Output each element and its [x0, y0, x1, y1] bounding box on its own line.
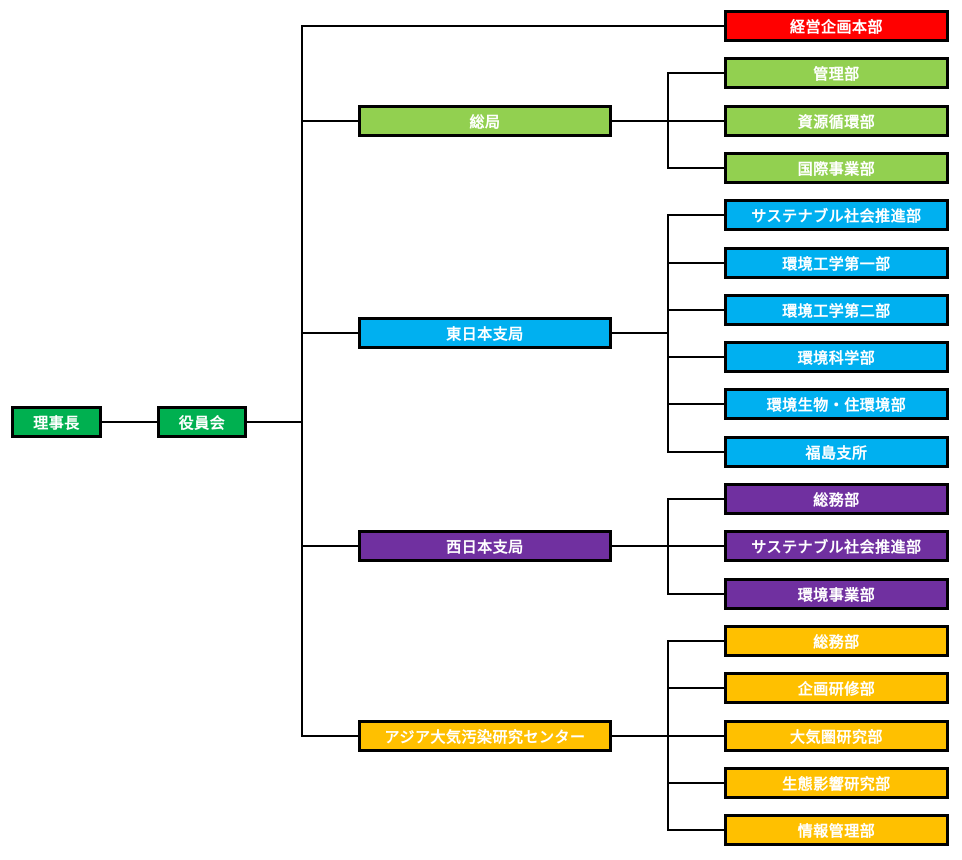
department-box-1-5-label: 福島支所 — [805, 443, 868, 462]
connector-top-department — [302, 25, 724, 27]
department-box-1-0-label: サステナブル社会推進部 — [751, 206, 922, 225]
connector-dept-3-2 — [668, 735, 724, 737]
department-box-1-1[interactable]: 環境工学第一部 — [724, 247, 949, 279]
connector-dept-2-2 — [668, 593, 724, 595]
department-box-3-1[interactable]: 企画研修部 — [724, 672, 949, 704]
connector-dept-0-0 — [668, 72, 724, 74]
connector-branch-sub-0 — [612, 120, 668, 122]
branch-box-1[interactable]: 東日本支局 — [358, 317, 612, 349]
department-box-1-5[interactable]: 福島支所 — [724, 436, 949, 468]
connector-branch-sub-2 — [612, 545, 668, 547]
department-box-2-2-label: 環境事業部 — [797, 585, 876, 604]
connector-trunk-branch-3 — [302, 735, 358, 737]
department-box-1-0[interactable]: サステナブル社会推進部 — [724, 199, 949, 231]
department-box-1-1-label: 環境工学第一部 — [782, 254, 891, 273]
branch-box-1-label: 東日本支局 — [446, 324, 524, 343]
sub-trunk-line-1 — [667, 214, 669, 453]
department-box-1-3-label: 環境科学部 — [797, 348, 876, 367]
department-box-1-4[interactable]: 環境生物・住環境部 — [724, 388, 949, 420]
department-box-2-2[interactable]: 環境事業部 — [724, 578, 949, 610]
connector-branch-sub-1 — [612, 332, 668, 334]
chairman-box[interactable]: 理事長 — [11, 406, 102, 438]
department-box-1-3[interactable]: 環境科学部 — [724, 341, 949, 373]
department-box-1-2-label: 環境工学第二部 — [782, 301, 891, 320]
connector-dept-2-0 — [668, 498, 724, 500]
connector-chairman-board — [102, 421, 157, 423]
department-box-0-0[interactable]: 管理部 — [724, 57, 949, 89]
branch-box-3-label: アジア大気汚染研究センター — [384, 727, 586, 746]
connector-trunk-branch-0 — [302, 120, 358, 122]
branch-box-0[interactable]: 総局 — [358, 105, 612, 137]
branch-box-3[interactable]: アジア大気汚染研究センター — [358, 720, 612, 752]
connector-dept-1-4 — [668, 403, 724, 405]
branch-box-2[interactable]: 西日本支局 — [358, 530, 612, 562]
department-box-2-1[interactable]: サステナブル社会推進部 — [724, 530, 949, 562]
connector-dept-1-5 — [668, 451, 724, 453]
department-box-2-0[interactable]: 総務部 — [724, 483, 949, 515]
connector-dept-1-1 — [668, 262, 724, 264]
connector-dept-3-4 — [668, 829, 724, 831]
board-box-label: 役員会 — [178, 413, 226, 432]
department-box-1-4-label: 環境生物・住環境部 — [766, 395, 907, 414]
trunk-line — [301, 25, 303, 737]
department-box-3-2[interactable]: 大気圏研究部 — [724, 720, 949, 752]
department-box-3-4[interactable]: 情報管理部 — [724, 814, 949, 846]
department-box-0-1[interactable]: 資源循環部 — [724, 105, 949, 137]
chairman-box-label: 理事長 — [33, 413, 80, 432]
connector-dept-1-2 — [668, 309, 724, 311]
connector-board-trunk — [247, 421, 302, 423]
branch-box-0-label: 総局 — [469, 112, 501, 131]
connector-dept-3-1 — [668, 687, 724, 689]
department-box-3-3[interactable]: 生態影響研究部 — [724, 767, 949, 799]
department-box-3-3-label: 生態影響研究部 — [782, 774, 891, 793]
department-box-0-2[interactable]: 国際事業部 — [724, 152, 949, 184]
connector-dept-0-2 — [668, 167, 724, 169]
department-box-0-0-label: 管理部 — [813, 64, 860, 83]
board-box[interactable]: 役員会 — [157, 406, 247, 438]
top-department-box-label: 経営企画本部 — [789, 17, 883, 36]
connector-dept-3-0 — [668, 640, 724, 642]
connector-dept-1-0 — [668, 214, 724, 216]
department-box-3-0-label: 総務部 — [813, 632, 860, 651]
department-box-2-1-label: サステナブル社会推進部 — [751, 537, 922, 556]
department-box-3-2-label: 大気圏研究部 — [789, 727, 883, 746]
department-box-0-2-label: 国際事業部 — [797, 159, 876, 178]
department-box-0-1-label: 資源循環部 — [797, 112, 876, 131]
department-box-3-1-label: 企画研修部 — [797, 679, 876, 698]
connector-trunk-branch-1 — [302, 332, 358, 334]
top-department-box[interactable]: 経営企画本部 — [724, 10, 949, 42]
connector-dept-2-1 — [668, 545, 724, 547]
connector-dept-1-3 — [668, 356, 724, 358]
connector-branch-sub-3 — [612, 735, 668, 737]
connector-dept-0-1 — [668, 120, 724, 122]
department-box-3-4-label: 情報管理部 — [797, 821, 876, 840]
department-box-3-0[interactable]: 総務部 — [724, 625, 949, 657]
department-box-1-2[interactable]: 環境工学第二部 — [724, 294, 949, 326]
connector-dept-3-3 — [668, 782, 724, 784]
department-box-2-0-label: 総務部 — [813, 490, 860, 509]
connector-trunk-branch-2 — [302, 545, 358, 547]
branch-box-2-label: 西日本支局 — [446, 537, 524, 556]
